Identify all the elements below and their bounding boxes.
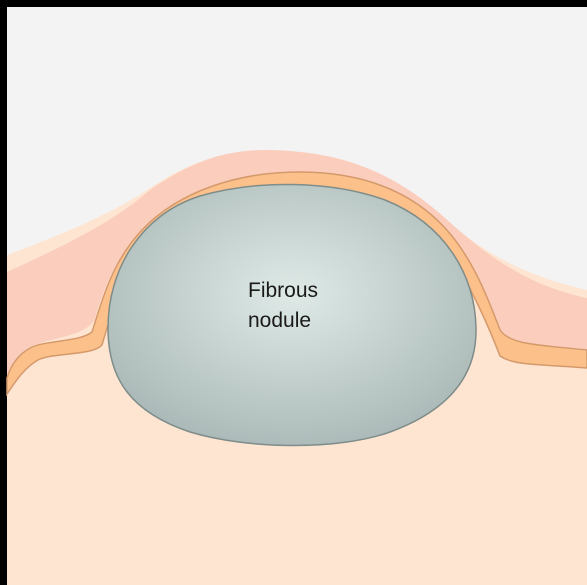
nodule-label-line-1: Fibrous <box>248 279 318 302</box>
nodule-label-line-2: nodule <box>248 309 311 332</box>
